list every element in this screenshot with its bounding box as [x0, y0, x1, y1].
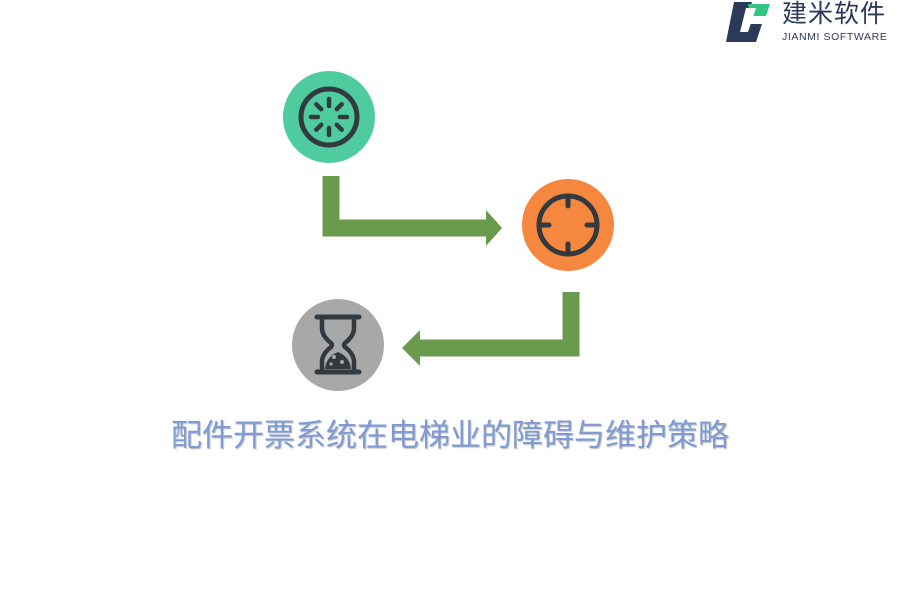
node-loading [283, 71, 375, 163]
jianmi-logo-icon [726, 2, 770, 42]
loading-spinner-icon [298, 86, 360, 148]
node-crosshair [522, 179, 614, 271]
crosshair-target-icon [536, 193, 600, 257]
connector-arrow-2 [402, 292, 580, 366]
diagram-caption: 配件开票系统在电梯业的障碍与维护策略 [171, 418, 729, 454]
brand-name-cn: 建米软件 [782, 0, 887, 28]
brand-logo: 建米软件 JIANMI SOFTWARE [726, 0, 900, 46]
node-hourglass [292, 299, 384, 391]
connector-arrow-1 [322, 176, 502, 246]
brand-name-en: JIANMI SOFTWARE [782, 31, 888, 43]
hourglass-icon [314, 314, 362, 375]
